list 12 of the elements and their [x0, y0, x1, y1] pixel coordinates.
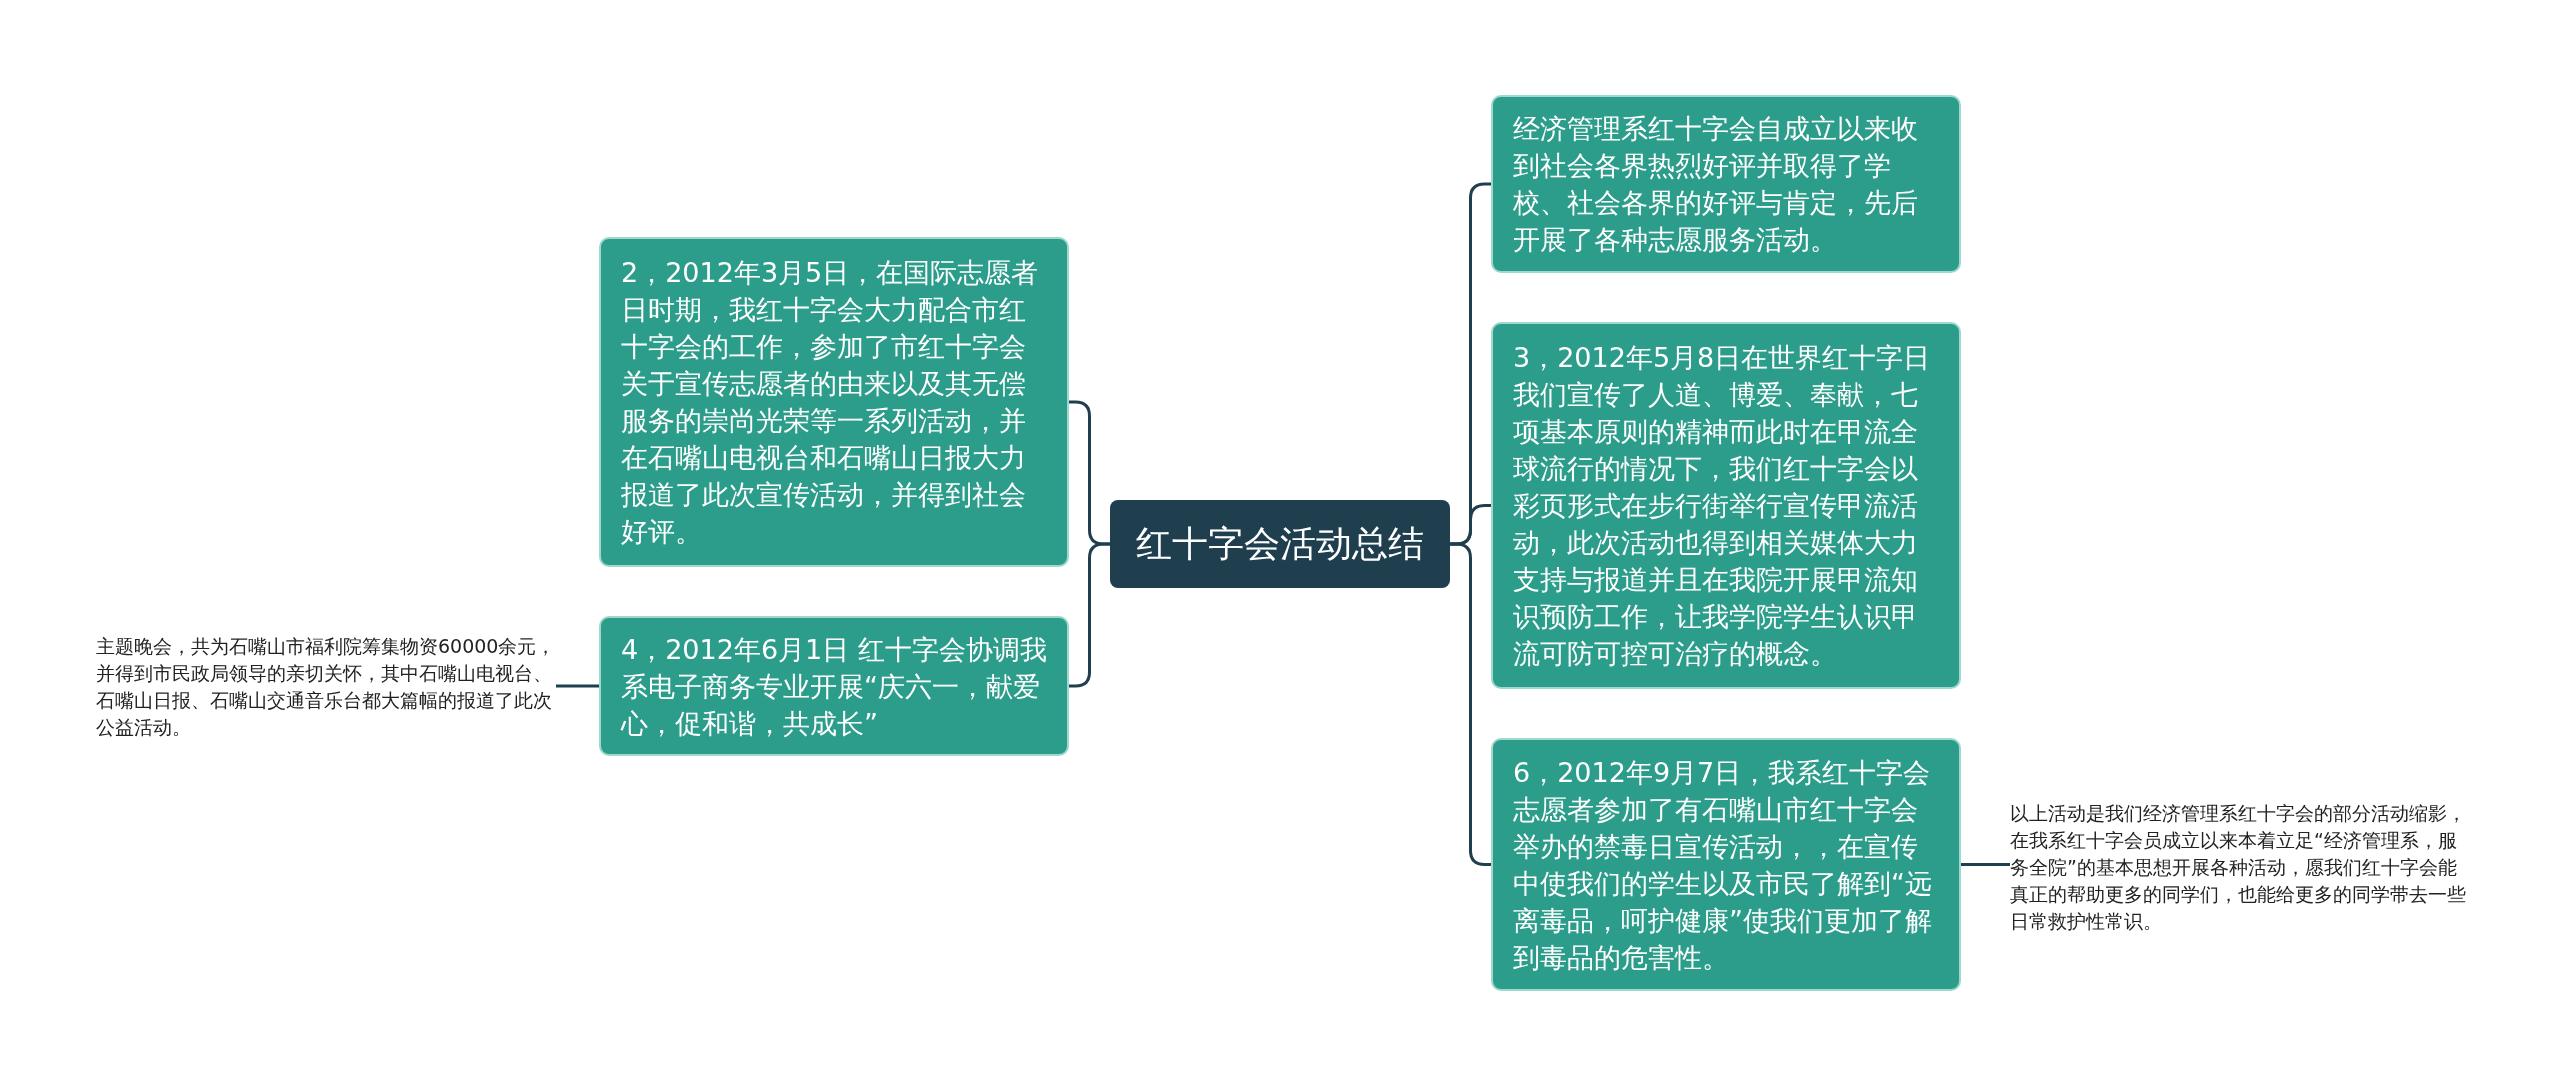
subtopic-box: 4，2012年6月1日 红十字会协调我系电子商务专业开展“庆六一，献爱心，促和谐，共成长”: [599, 616, 1069, 756]
connector-line: [1450, 542, 1491, 866]
subtopic-box: 3，2012年5月8日在世界红十字日我们宣传了人道、博爱、奉献，七项基本原则的精神而此时在甲流全球流行的情况下，我们红十字会以彩页形式在步行街举行宣传甲流活动，此次活动也得到相关媒体大力支持与报道并且在我院开展甲流知识预防工作，让我学院学生认识甲流可防可控可治疗的概念。: [1491, 322, 1961, 689]
connector-line: [1961, 863, 2010, 866]
subtopic-box: 2，2012年3月5日，在国际志愿者日时期，我红十字会大力配合市红十字会的工作，参加了市红十字会关于宣传志愿者的由来以及其无偿服务的崇尚光荣等一系列活动，并在石嘴山电视台和石嘴山日报大力报道了此次宣传活动，并得到社会好评。: [599, 237, 1069, 567]
topic-box: 红十字会活动总结: [1110, 500, 1450, 588]
connector-line: [1069, 542, 1110, 688]
note-text: 以上活动是我们经济管理系红十字会的部分活动缩影，在我系红十字会员成立以来本着立足“经济管理系，服务全院”的基本思想开展各种活动，愿我们红十字会能真正的帮助更多的同学们，也能给更多的同学带去一些日常救护性常识。: [2010, 778, 2470, 956]
subtopic-box: 6，2012年9月7日，我系红十字会志愿者参加了有石嘴山市红十字会举办的禁毒日宣传活动，，在宣传中使我们的学生以及市民了解到“远离毒品，呵护健康”使我们更加了解到毒品的危害性。: [1491, 738, 1961, 991]
note-text: 主题晚会，共为石嘴山市福利院筹集物资60000余元，并得到市民政局领导的亲切关怀，其中石嘴山电视台、石嘴山日报、石嘴山交通音乐台都大篇幅的报道了此次公益活动。: [96, 626, 556, 748]
connector-line: [556, 684, 599, 688]
subtopic-box: 经济管理系红十字会自成立以来收到社会各界热烈好评并取得了学校、社会各界的好评与肯定，先后开展了各种志愿服务活动。: [1491, 95, 1961, 273]
